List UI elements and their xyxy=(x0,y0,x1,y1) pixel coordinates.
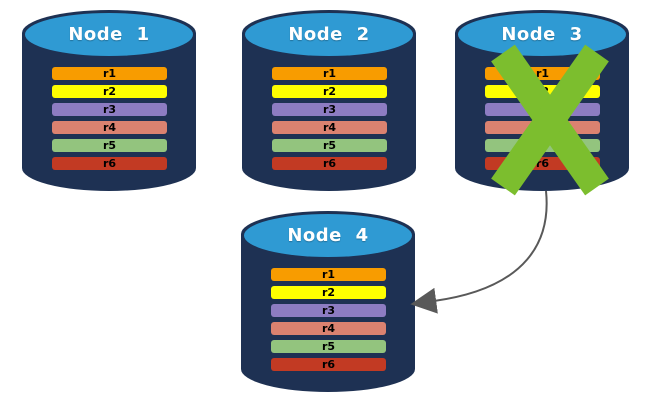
cylinder-top: Node 4 xyxy=(244,214,412,257)
node-1-label: Node 1 xyxy=(68,24,150,45)
node-3-cylinder: Node 3 r1 r2 r3 r4 r5 r6 xyxy=(455,10,629,196)
row-bar-r5: r5 xyxy=(52,139,167,152)
row-bar-r6: r6 xyxy=(52,157,167,170)
row-bar-r1: r1 xyxy=(272,67,387,80)
node-2-label: Node 2 xyxy=(288,24,370,45)
row-bar-r5: r5 xyxy=(271,340,386,353)
row-bar-r3: r3 xyxy=(52,103,167,116)
row-bar-r4: r4 xyxy=(271,322,386,335)
row-bar-r4: r4 xyxy=(272,121,387,134)
row-bar-r1: r1 xyxy=(271,268,386,281)
cylinder-top: Node 2 xyxy=(245,13,413,56)
node-1-cylinder: Node 1 r1 r2 r3 r4 r5 r6 xyxy=(22,10,196,191)
node-2-rows: r1 r2 r3 r4 r5 r6 xyxy=(272,67,387,175)
node-2-cylinder: Node 2 r1 r2 r3 r4 r5 r6 xyxy=(242,10,416,191)
cylinder-top: Node 1 xyxy=(25,13,193,56)
node-4-label: Node 4 xyxy=(287,225,369,246)
cylinder-top: Node 3 xyxy=(458,13,626,56)
row-bar-r2: r2 xyxy=(272,85,387,98)
node-4-rows: r1 r2 r3 r4 r5 r6 xyxy=(271,268,386,376)
row-bar-r6: r6 xyxy=(271,358,386,371)
row-bar-r6: r6 xyxy=(272,157,387,170)
node-1-rows: r1 r2 r3 r4 r5 r6 xyxy=(52,67,167,175)
row-bar-r2: r2 xyxy=(271,286,386,299)
failover-arrow-path xyxy=(410,190,548,314)
row-bar-r3: r3 xyxy=(272,103,387,116)
failure-x-icon xyxy=(491,44,609,196)
node-4-cylinder: Node 4 r1 r2 r3 r4 r5 r6 xyxy=(241,211,415,392)
node-3-label: Node 3 xyxy=(501,24,583,45)
row-bar-r4: r4 xyxy=(52,121,167,134)
x-stroke xyxy=(491,44,609,196)
row-bar-r1: r1 xyxy=(52,67,167,80)
row-bar-r3: r3 xyxy=(271,304,386,317)
row-bar-r2: r2 xyxy=(52,85,167,98)
row-bar-r5: r5 xyxy=(272,139,387,152)
